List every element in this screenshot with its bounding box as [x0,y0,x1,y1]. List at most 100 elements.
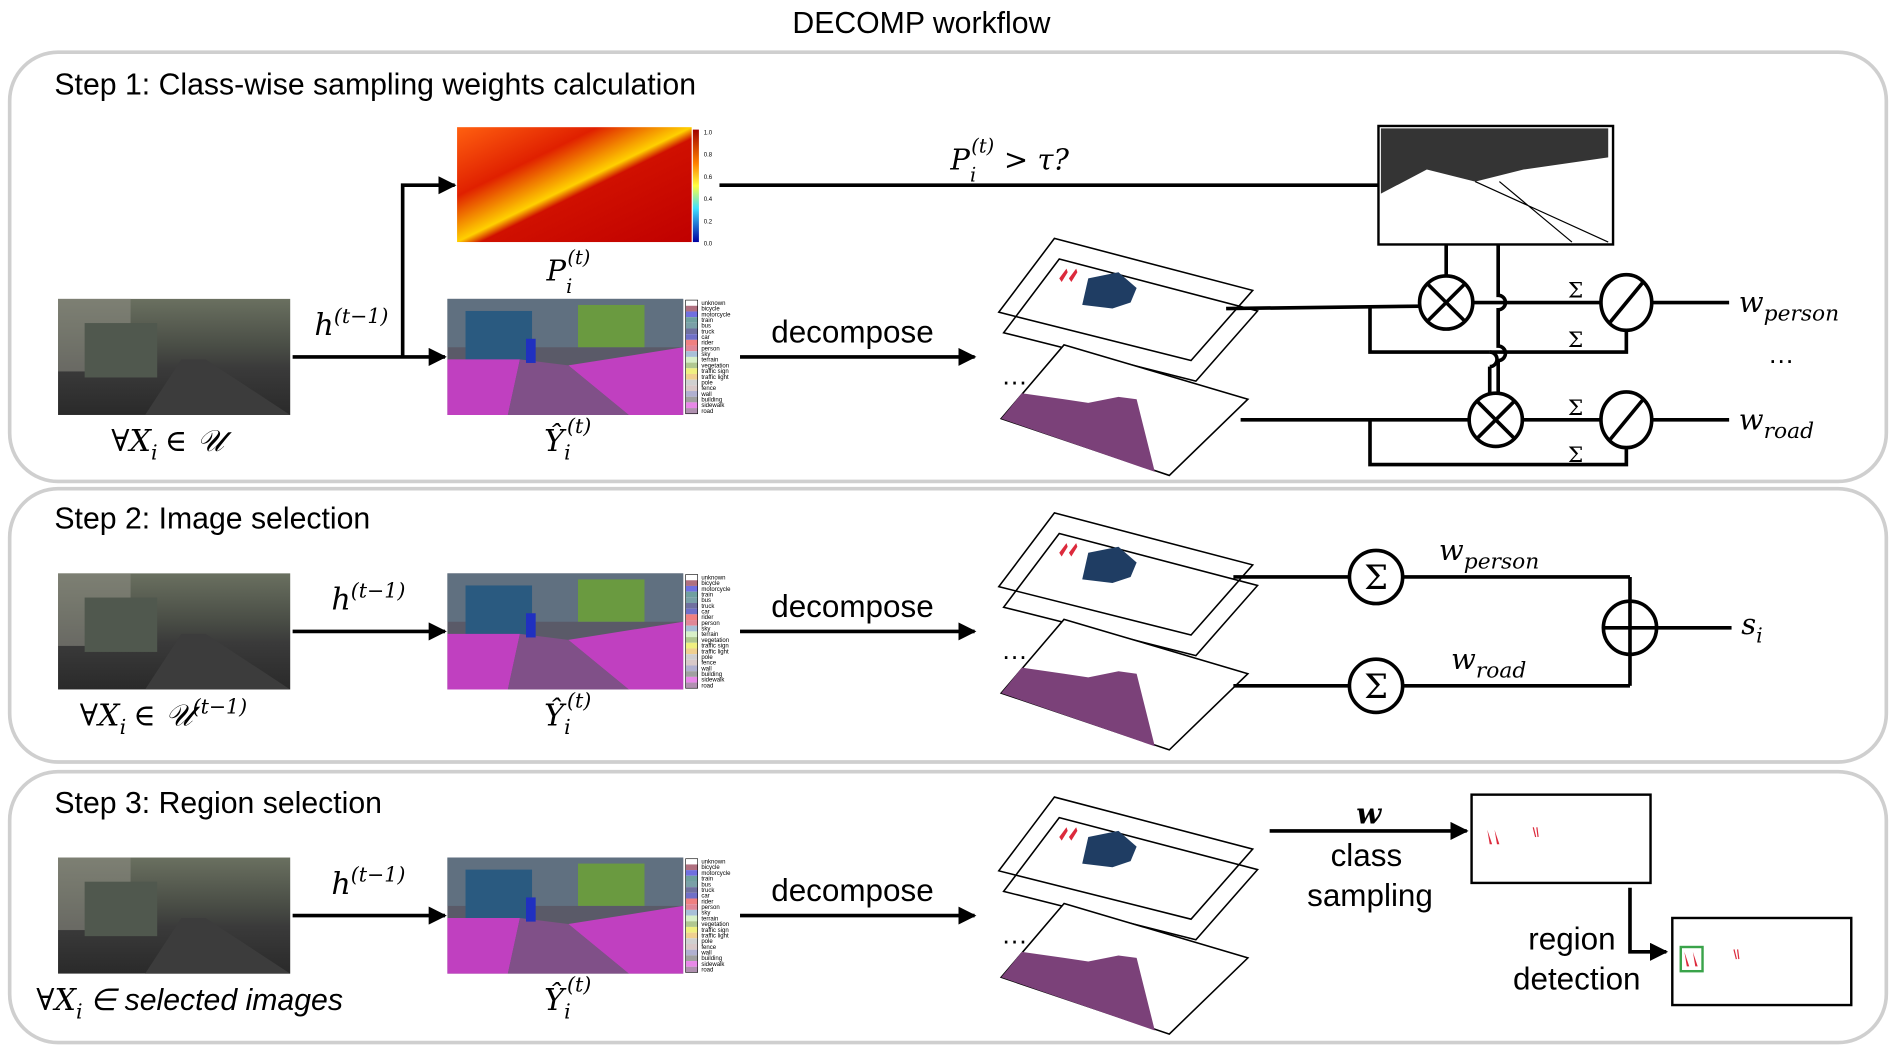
legend-label: unknown [701,575,725,581]
legend-label: person [701,621,719,627]
layer-outline [1002,816,1259,941]
legend-label: bicycle [701,865,720,871]
sum-symbol: Σ [1568,328,1583,353]
legend-label: unknown [701,860,725,866]
legend-swatch [685,391,698,397]
legend-swatch [685,949,698,956]
legend-label: vegetation [701,363,729,369]
colorbar-tick: 0.8 [704,153,713,159]
legend-label: terrain [701,632,718,638]
legend-label: vegetation [701,922,729,928]
legend-label: building [701,956,722,962]
input-set-label: ∀Xi∈ 𝒰(t−1) [80,695,247,740]
add-operator-icon [1601,599,1659,657]
region-detection-label: detection [1513,961,1641,996]
threshold-label: Pi(t)> τ? [949,135,1069,187]
weight-road-label: wroad [1451,642,1526,683]
model-label: h(t−1) [331,863,405,902]
class-layers [997,796,1259,1035]
legend-label: road [701,968,713,974]
legend-label: building [701,398,722,404]
legend-swatch [685,334,698,340]
class-legend: unknownbicyclemotorcycletrainbustruckcar… [685,574,731,689]
legend-swatch [685,921,698,927]
legend-swatch [685,311,698,318]
legend-swatch [685,932,698,939]
prediction-label: Ŷi(t) [544,689,591,740]
layers-ellipsis: … [1001,635,1028,665]
colorbar-tick: 0.2 [704,219,713,225]
legend-label: terrain [701,358,718,364]
decompose-label: decompose [771,589,933,624]
legend-swatch [685,898,698,905]
legend-swatch [685,659,698,666]
colorbar-tick: 0.6 [704,175,713,181]
weight-person-label: wperson [1439,533,1539,574]
legend-label: pole [701,939,713,945]
legend-swatch [685,943,698,950]
step-1-panel: Step 1: Class-wise sampling weights calc… [7,50,1889,484]
segmentation-prediction [447,298,684,415]
divide-operator-icon [1599,390,1654,450]
legend-label: truck [701,329,715,335]
legend-label: motorcycle [701,587,731,593]
legend-swatch [685,300,698,306]
weight-calculation-circuit: Σ Σ Σ Σ wperson … wroad [1226,244,1839,468]
legend-swatch [685,938,698,944]
legend-swatch [685,305,698,312]
legend-label: road [701,683,713,689]
probability-label: Pi(t) [546,246,591,298]
legend-swatch [685,317,698,323]
input-image [58,573,291,690]
legend-label: car [701,894,709,900]
legend-swatch [685,966,698,973]
sum-symbol: Σ [1568,279,1583,304]
colorbar-tick: 0.4 [704,197,713,203]
legend-label: road [701,409,713,415]
step-title: Step 2: Image selection [54,503,370,536]
segmentation-prediction [447,857,684,974]
legend-swatch [685,379,698,386]
legend-label: truck [701,888,715,894]
person-mask [1082,830,1137,868]
legend-label: terrain [701,916,718,922]
legend-label: rider [701,341,713,347]
legend-swatch [685,676,698,683]
step-title: Step 1: Class-wise sampling weights calc… [54,69,696,102]
legend-label: fence [701,945,716,951]
legend-label: person [701,346,719,352]
legend-label: motorcycle [701,871,731,877]
colorbar-tick: 0.0 [704,242,713,248]
legend-swatch [685,580,698,586]
legend-label: car [701,335,709,341]
legend-label: person [701,905,719,911]
layers-ellipsis: … [1001,919,1028,949]
legend-label: bicycle [701,307,720,313]
legend-swatch [685,926,698,933]
legend-swatch [685,614,698,621]
legend-swatch [685,870,698,876]
legend-swatch [685,864,698,871]
legend-swatch [685,637,698,643]
decompose-label: decompose [771,314,933,349]
legend-swatch [685,368,698,374]
legend-swatch [685,671,698,677]
legend-swatch [685,875,698,882]
step-title: Step 3: Region selection [54,787,382,820]
legend-label: sidewalk [701,403,725,409]
decompose-label: decompose [771,873,933,908]
input-set-label: ∀Xi∈ 𝒰 [111,424,232,464]
legend-label: pole [701,655,713,661]
legend-swatch [685,574,698,581]
svg-text:Σ: Σ [1364,558,1388,597]
legend-swatch [685,858,698,865]
detected-region-map [1671,916,1853,1007]
sum-operator-icon: Σ [1347,548,1405,606]
legend-label: sidewalk [701,678,725,684]
legend-swatch [685,585,698,592]
legend-label: building [701,672,722,678]
sampled-class-map [1470,793,1652,885]
class-layers [997,237,1259,477]
legend-swatch [685,373,698,380]
